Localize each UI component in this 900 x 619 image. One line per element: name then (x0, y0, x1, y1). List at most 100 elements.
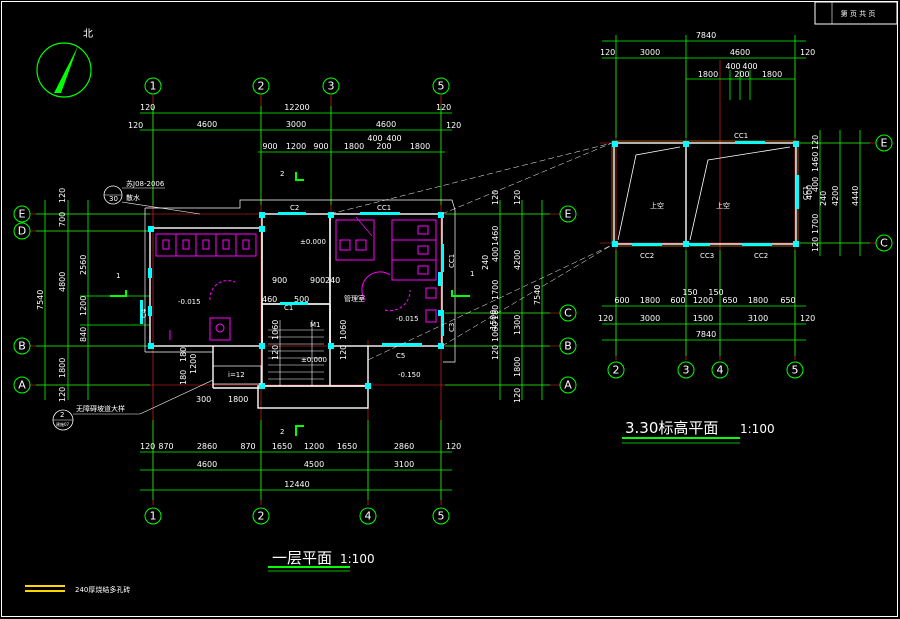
svg-text:1200: 1200 (286, 142, 306, 151)
svg-text:7840: 7840 (696, 31, 716, 40)
svg-text:120: 120 (491, 345, 500, 360)
svg-text:1200: 1200 (79, 296, 88, 316)
svg-text:150: 150 (708, 288, 723, 297)
right-dimension-lines (445, 200, 550, 400)
win-c4: C4 (140, 308, 148, 318)
svg-text:7540: 7540 (533, 285, 542, 305)
svg-text:1460: 1460 (491, 226, 500, 246)
win-cc1-v: CC1 (448, 254, 456, 268)
svg-text:B: B (18, 340, 26, 353)
svg-text:1: 1 (470, 270, 474, 278)
svg-text:-0.150: -0.150 (398, 371, 421, 379)
svg-text:4: 4 (365, 510, 372, 523)
svg-text:5: 5 (792, 364, 799, 377)
svg-text:900: 900 (310, 276, 325, 285)
svg-text:400: 400 (367, 134, 382, 143)
svg-text:870: 870 (240, 442, 255, 451)
win-cc1: CC1 (377, 204, 391, 212)
svg-text:1800: 1800 (762, 70, 782, 79)
svg-text:4440: 4440 (851, 186, 860, 206)
svg-text:2: 2 (258, 510, 265, 523)
svg-text:E: E (565, 208, 572, 221)
svg-text:1700: 1700 (491, 280, 500, 300)
svg-text:120: 120 (513, 190, 522, 205)
axis-bubbles-top: 1 2 3 5 (144, 77, 450, 95)
north-arrow: 北 (36, 28, 93, 98)
svg-text:1650: 1650 (272, 442, 292, 451)
svg-text:1800: 1800 (513, 357, 522, 377)
svg-text:240: 240 (481, 255, 490, 270)
svg-text:700: 700 (58, 212, 67, 227)
svg-text:B: B (564, 340, 572, 353)
svg-text:200: 200 (734, 70, 749, 79)
stairs (268, 320, 324, 386)
svg-text:3000: 3000 (640, 314, 660, 323)
svg-text:5: 5 (438, 80, 445, 93)
svg-text:1800: 1800 (228, 395, 248, 404)
svg-text:1500: 1500 (489, 310, 498, 330)
plan2-title: 3.30标高平面 1:100 (622, 419, 775, 444)
svg-text:A: A (18, 379, 26, 392)
svg-text:1800: 1800 (640, 296, 660, 305)
svg-text:1800: 1800 (410, 142, 430, 151)
svg-text:1060: 1060 (271, 320, 280, 340)
svg-text:4600: 4600 (376, 120, 396, 129)
svg-text:5: 5 (438, 510, 445, 523)
axis-bubbles-left: E D B A (13, 205, 31, 394)
svg-text:650: 650 (722, 296, 737, 305)
svg-text:CC2: CC2 (754, 252, 768, 260)
svg-text:7540: 7540 (36, 290, 45, 310)
svg-text:4800: 4800 (58, 272, 67, 292)
svg-text:180: 180 (491, 305, 500, 320)
svg-text:4: 4 (717, 364, 724, 377)
svg-text:3100: 3100 (394, 460, 414, 469)
svg-text:4500: 4500 (304, 460, 324, 469)
legend: 240厚烧结多孔砖 (25, 585, 130, 594)
legend-text: 240厚烧结多孔砖 (75, 585, 130, 594)
svg-text:1500: 1500 (693, 314, 713, 323)
svg-text:240: 240 (325, 276, 340, 285)
plan2-title-text: 3.30标高平面 (625, 419, 718, 437)
plan-first-floor: 1 2 3 5 1 2 4 5 E D B A E C B A (13, 77, 577, 572)
svg-text:1: 1 (116, 272, 120, 280)
svg-text:CC3: CC3 (700, 252, 714, 260)
svg-text:2: 2 (280, 170, 284, 178)
callout-ramp: 2 建施07 无障碍坡道大样 (52, 379, 214, 431)
svg-text:3000: 3000 (640, 48, 660, 57)
plan1-title: 一层平面 1:100 (268, 549, 375, 572)
svg-text:2: 2 (613, 364, 620, 377)
ramp-slope: i=12 (228, 371, 245, 379)
svg-text:3000: 3000 (286, 120, 306, 129)
svg-text:120: 120 (491, 190, 500, 205)
room-label: 管理室 (344, 294, 365, 303)
svg-text:1650: 1650 (337, 442, 357, 451)
svg-text:120: 120 (58, 387, 67, 402)
plan1-scale: 1:100 (340, 552, 375, 566)
plan1-title-text: 一层平面 (272, 549, 332, 567)
svg-text:460: 460 (262, 295, 277, 304)
svg-text:120: 120 (128, 121, 143, 130)
svg-text:400: 400 (725, 62, 740, 71)
callout-apron: 苏J08-2006 30 散水 (103, 179, 201, 215)
svg-text:1200: 1200 (693, 296, 713, 305)
svg-text:1200: 1200 (189, 354, 198, 374)
svg-text:900: 900 (313, 142, 328, 151)
svg-text:120: 120 (598, 314, 613, 323)
svg-text:CC1: CC1 (734, 132, 748, 140)
svg-text:12440: 12440 (284, 480, 309, 489)
svg-text:180: 180 (179, 370, 188, 385)
svg-text:150: 150 (682, 288, 697, 297)
svg-text:D: D (18, 225, 26, 238)
svg-text:散水: 散水 (126, 193, 140, 202)
page-label: 第 页 共 页 (841, 9, 876, 18)
svg-text:120: 120 (446, 442, 461, 451)
projection-lines (329, 142, 613, 361)
svg-text:840: 840 (79, 327, 88, 342)
svg-text:1800: 1800 (58, 358, 67, 378)
svg-text:-0.015: -0.015 (178, 298, 201, 306)
svg-text:2: 2 (258, 80, 265, 93)
svg-text:1800: 1800 (344, 142, 364, 151)
sanitary-fixtures (155, 219, 437, 341)
svg-text:240: 240 (819, 191, 828, 206)
